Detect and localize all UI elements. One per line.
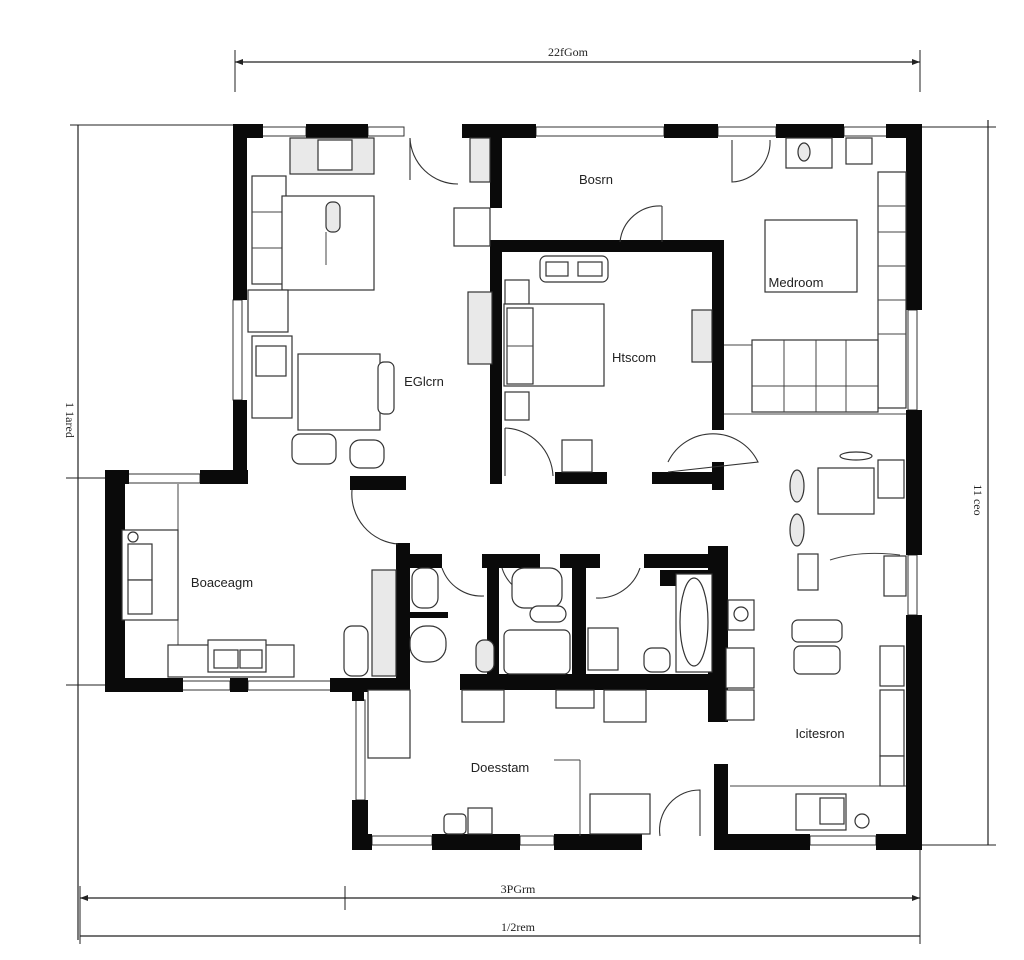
room-label-dressing-room: Doesstam: [471, 760, 530, 775]
master-bedroom-furniture: [724, 137, 907, 415]
room-label-bedroom-top: Bosrn: [579, 172, 613, 187]
room-label-hallroom: Htscom: [612, 350, 656, 365]
room-labels: Bosrn Medroom Htscom EGlcrn Boaceagm Doe…: [191, 172, 845, 775]
dimension-label-bottom-outer: 1/2rem: [501, 920, 536, 934]
living-dining-furniture: [247, 137, 493, 469]
kitchen-lounge-furniture: [730, 451, 907, 831]
walls: [105, 124, 922, 850]
bathroom-fixtures: [409, 567, 755, 721]
dimension-label-top: 22fGom: [548, 45, 589, 59]
left-bedroom-furniture: [121, 484, 397, 678]
dressing-room-furniture: [367, 689, 651, 836]
dimension-label-left: 1 1ared: [63, 402, 77, 438]
dimension-lines: [66, 50, 996, 944]
room-label-bedroom-left: Boaceagm: [191, 575, 253, 590]
central-bedroom-furniture: [503, 255, 713, 473]
dimension-label-right: 11 ceo: [971, 484, 985, 515]
room-label-living-dining: EGlcrn: [404, 374, 444, 389]
room-label-kitchen-lounge: Icitesron: [795, 726, 844, 741]
room-label-master-bedroom: Medroom: [769, 275, 824, 290]
dimension-label-bottom-inner: 3PGrm: [501, 882, 536, 896]
